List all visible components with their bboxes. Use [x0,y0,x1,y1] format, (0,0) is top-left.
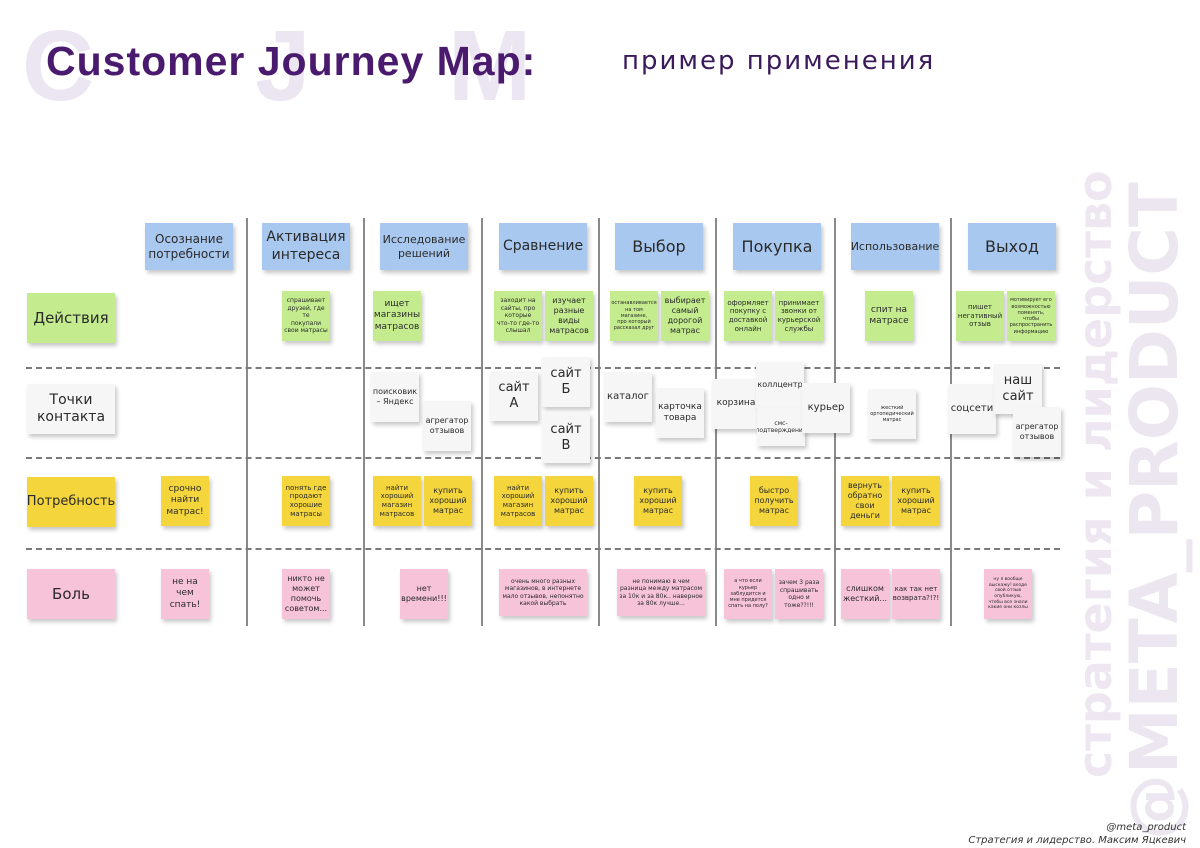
row-label-touchpoints: Точки контакта [27,384,115,434]
touchpoint-sticky: соцсети [948,384,996,434]
action-sticky: спит на матрасе [865,291,913,341]
row-divider [26,548,1060,550]
need-sticky: найти хороший магазин матрасов [494,476,542,526]
row-label-pain: Боль [27,569,115,619]
touchpoint-sticky: карточка товара [656,388,704,438]
pain-sticky: а что если курьер заблудится и мне приде… [724,569,772,619]
row-label-actions: Действия [27,293,115,343]
footer-handle: @meta_product [1106,822,1186,833]
pain-sticky: никто не может помочь советом... [282,569,330,619]
pain-sticky: нет времени!!! [400,569,448,619]
touchpoint-sticky: сайт А [490,371,538,421]
stage-awareness: Осознание потребности [145,223,233,270]
side-watermark-handle: @META_PRODUCT [1116,182,1193,840]
need-sticky: купить хороший матрас [634,476,682,526]
bg-letter-j: J [255,10,311,122]
touchpoint-sticky: коллцентр [756,362,804,408]
pain-sticky: слишком жесткий... [841,569,889,619]
footer-credit: Стратегия и лидерство. Максим Яцкевич [968,835,1186,846]
side-watermark-strategy: стратегия и лидерство [1068,170,1122,778]
stage-research: Исследование решений [380,223,468,270]
pain-sticky: зачем 3 раза спрашивать одно и тоже??!!! [775,569,823,619]
stage-comparison: Сравнение [499,223,587,270]
action-sticky: пишет негативный отзыв [956,291,1004,341]
stage-interest: Активация интереса [262,223,350,270]
touchpoint-sticky: корзина [712,379,760,429]
touchpoint-sticky: смс- подтверждение [757,408,805,446]
need-sticky: вернуть обратно свои деньги [841,476,889,526]
page-title: Customer Journey Map: [46,38,537,84]
action-sticky: мотивирует его возможностью поменять, чт… [1007,291,1055,341]
column-divider [481,218,483,626]
page-subtitle: пример применения [622,46,936,76]
bg-letter-c: C [22,10,95,122]
touchpoint-sticky: сайт Б [542,357,590,407]
touchpoint-sticky: сайт В [542,413,590,463]
need-sticky: срочно найти матрас! [161,476,209,526]
action-sticky: выбирает самый дорогой матрас [661,291,709,341]
stage-usage: Использование [851,223,939,270]
touchpoint-sticky: каталог [604,372,652,422]
need-sticky: понять где продают хорошие матрасы [282,476,330,526]
row-label-needs: Потребность [27,477,115,527]
need-sticky: купить хороший матрас [545,476,593,526]
stage-exit: Выход [968,223,1056,270]
touchpoint-sticky: курьер [802,383,850,433]
pain-sticky: ну я вообще выскажу! везде свой отзыв оп… [984,569,1032,619]
need-sticky: быстро получить матрас [750,476,798,526]
action-sticky: изучает разные виды матрасов [545,291,593,341]
action-sticky: ищет магазины матрасов [373,291,421,341]
column-divider [598,218,600,626]
need-sticky: купить хороший матрас [892,476,940,526]
pain-sticky: не понимаю в чем разница между матрасом … [617,569,705,616]
touchpoint-sticky: жесткий ортопедический матрас [868,389,916,439]
need-sticky: купить хороший матрас [424,476,472,526]
column-divider [363,218,365,626]
action-sticky: спрашивает друзей, где те покупали свои … [282,291,330,341]
bg-letter-m: M [448,10,532,122]
touchpoint-sticky: агрегатор отзывов [1013,407,1061,457]
pain-sticky: как так нет возврата?!?! [892,569,940,619]
action-sticky: останавливается на том магазине, про кот… [610,291,658,341]
need-sticky: найти хороший магазин матрасов [373,476,421,526]
touchpoint-sticky: поисковик – Яндекс [371,372,419,422]
stage-choice: Выбор [615,223,703,270]
touchpoint-sticky: агрегатор отзывов [423,401,471,451]
action-sticky: заходит на сайты, про которые что-то где… [494,291,542,341]
pain-sticky: очень много разных магазинов, в интернет… [499,569,587,616]
action-sticky: оформляет покупку с доставкой онлайн [724,291,772,341]
touchpoint-sticky: наш сайт [994,364,1042,414]
stage-purchase: Покупка [733,223,821,270]
pain-sticky: не на чем спать! [161,569,209,619]
action-sticky: принимает звонки от курьерской службы [775,291,823,341]
column-divider [246,218,248,626]
